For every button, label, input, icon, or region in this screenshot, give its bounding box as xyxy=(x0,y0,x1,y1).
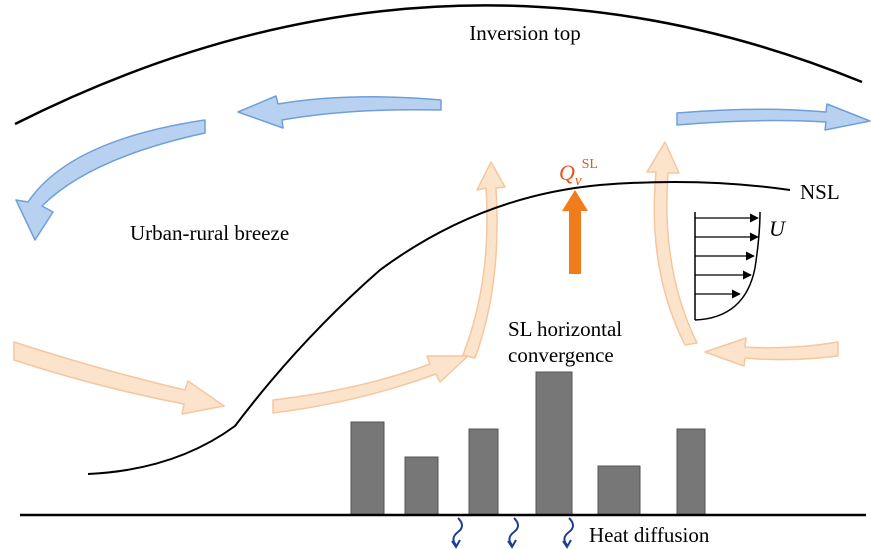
building-6 xyxy=(676,428,706,516)
building-3 xyxy=(468,428,499,516)
sl-convergence-line1: SL horizontal xyxy=(508,317,622,341)
inversion-top-label: Inversion top xyxy=(469,21,580,45)
peach-arrow-left-inflow xyxy=(13,341,225,415)
peach-arrow-right-inflow xyxy=(704,337,839,367)
nsl-label: NSL xyxy=(800,180,840,204)
building-1 xyxy=(350,421,385,516)
building-5 xyxy=(597,465,641,516)
blue-arrow-left-down xyxy=(15,119,206,241)
blue-arrow-top-right xyxy=(676,103,871,131)
building-4 xyxy=(535,371,573,516)
qv-flux-arrow xyxy=(562,190,588,274)
peach-circulation-arrows xyxy=(13,141,839,415)
heat-diffusion-label: Heat diffusion xyxy=(589,523,710,547)
blue-arrow-top-left xyxy=(237,95,442,129)
sl-convergence-line2: convergence xyxy=(508,343,614,367)
u-label: U xyxy=(769,216,787,241)
peach-arrow-right-updraft xyxy=(646,141,698,346)
buildings xyxy=(350,371,706,516)
heat-diffusion-squiggles xyxy=(451,517,574,549)
urban-rural-breeze-label: Urban-rural breeze xyxy=(130,221,289,245)
peach-arrow-middle-inflow xyxy=(272,355,469,414)
qv-label: QvSL xyxy=(559,157,598,189)
peach-arrow-left-updraft xyxy=(462,161,506,359)
nsl-curve xyxy=(87,180,791,475)
building-2 xyxy=(404,456,439,516)
blue-circulation-arrows xyxy=(15,95,871,241)
wind-profile xyxy=(694,211,761,321)
inversion-top-curve xyxy=(14,4,863,126)
